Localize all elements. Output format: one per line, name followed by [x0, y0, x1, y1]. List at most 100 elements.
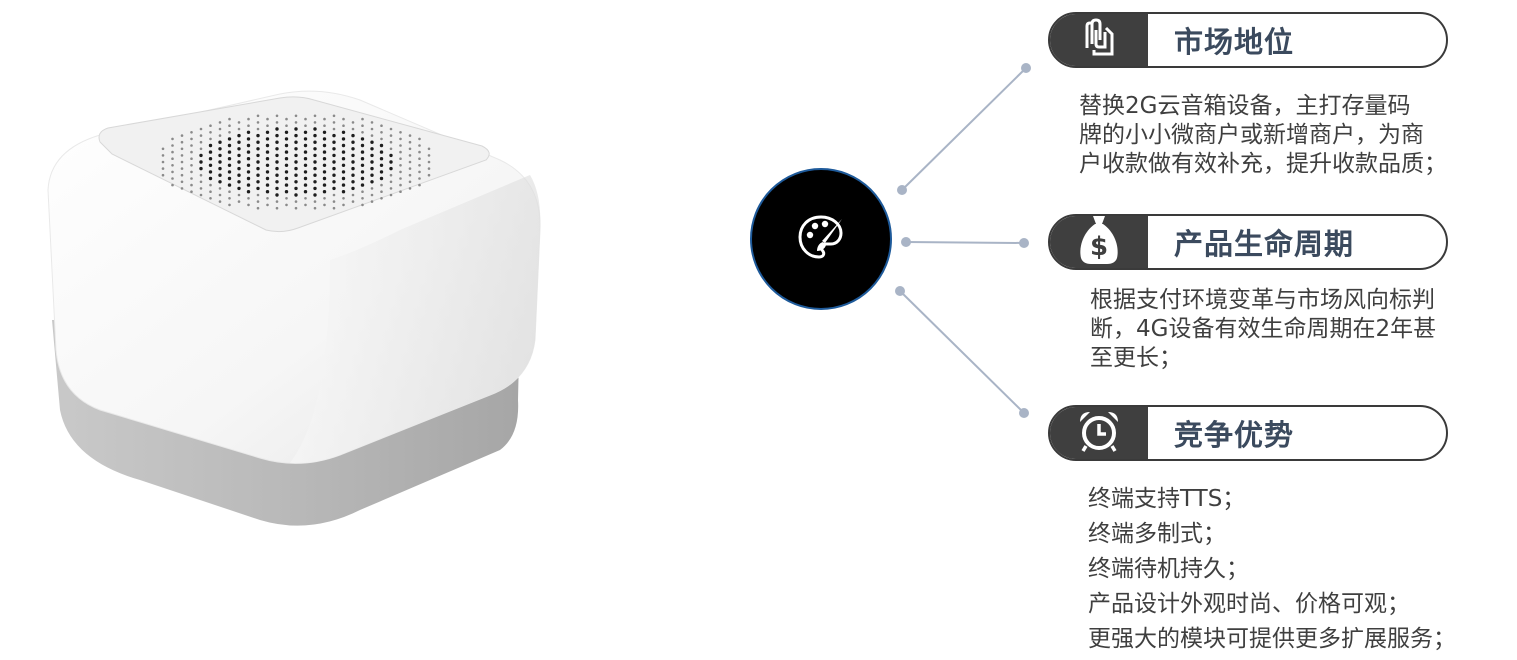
grille-hole: [171, 164, 174, 167]
grille-hole: [265, 137, 270, 141]
grille-hole: [389, 153, 393, 158]
grille-hole: [190, 177, 193, 180]
grille-hole: [284, 137, 289, 141]
grille-hole: [171, 150, 174, 154]
connector-dot: [895, 286, 905, 296]
grille-hole: [418, 150, 421, 154]
grille-hole: [379, 143, 384, 148]
connector-line-1: [901, 67, 1027, 191]
grille-hole: [284, 150, 289, 154]
grille-hole: [285, 117, 288, 121]
grille-hole: [313, 186, 317, 191]
grille-hole: [427, 160, 431, 164]
grille-hole: [389, 127, 393, 131]
grille-hole: [361, 117, 364, 121]
grille-hole: [418, 157, 421, 160]
grille-hole: [332, 206, 336, 210]
grille-hole: [323, 124, 326, 127]
grille-hole: [218, 140, 222, 144]
grille-hole: [342, 124, 345, 127]
grille-hole: [322, 157, 327, 161]
grille-hole: [284, 130, 289, 134]
grille-hole: [218, 121, 222, 124]
grille-hole: [190, 144, 193, 147]
grille-hole: [161, 147, 165, 151]
grille-hole: [256, 147, 260, 151]
connector-dot: [1021, 63, 1031, 73]
grille-hole: [389, 134, 393, 137]
grille-hole: [265, 143, 270, 148]
grille-hole: [351, 173, 355, 177]
grille-hole: [294, 206, 298, 210]
grille-hole: [389, 147, 393, 151]
body-line: 牌的小小微商户或新增商户，为商: [1079, 122, 1424, 148]
section-header-competitive-advantage: 竞争优势: [1048, 405, 1448, 461]
grille-hole: [265, 163, 270, 167]
grille-hole: [399, 144, 402, 147]
grille-hole: [351, 140, 355, 144]
grille-hole: [341, 137, 346, 141]
grille-hole: [180, 154, 184, 157]
grille-hole: [389, 193, 393, 197]
grille-hole: [294, 180, 298, 184]
grille-hole: [341, 190, 346, 194]
grille-hole: [303, 157, 308, 161]
grille-hole: [208, 143, 213, 148]
grille-hole: [304, 197, 307, 200]
grille-hole: [351, 127, 355, 131]
grille-hole: [408, 154, 412, 157]
grille-hole: [408, 147, 412, 151]
grille-hole: [247, 203, 250, 207]
grille-hole: [303, 137, 308, 141]
grille-hole: [360, 170, 365, 174]
grille-hole: [380, 190, 383, 193]
grille-hole: [190, 164, 193, 167]
grille-hole: [227, 137, 232, 141]
grille-hole: [265, 150, 270, 154]
grille-hole: [332, 173, 336, 177]
grille-hole: [323, 117, 326, 121]
connector-dot: [897, 185, 907, 195]
grille-hole: [275, 166, 279, 171]
grille-hole: [379, 176, 384, 181]
grille-hole: [360, 150, 365, 154]
connector-line-3: [899, 290, 1025, 414]
body-line: 根据支付环境变革与市场风向标判: [1090, 287, 1435, 313]
grille-hole: [389, 160, 393, 164]
grille-hole: [389, 166, 393, 171]
grille-hole: [208, 170, 213, 174]
grille-hole: [294, 127, 298, 131]
grille-hole: [361, 124, 364, 127]
grille-hole: [199, 173, 203, 177]
connector-line-2: [905, 241, 1025, 244]
grille-hole: [171, 177, 174, 180]
grille-hole: [246, 163, 251, 167]
grille-hole: [408, 140, 412, 144]
grille-hole: [389, 140, 393, 144]
grille-hole: [228, 131, 231, 134]
grille-hole: [370, 153, 374, 158]
grille-hole: [427, 173, 431, 177]
grille-hole: [284, 183, 289, 187]
grille-hole: [190, 183, 193, 187]
grille-hole: [322, 163, 327, 167]
grille-hole: [370, 160, 374, 164]
grille-hole: [370, 180, 374, 184]
grille-hole: [322, 170, 327, 174]
grille-hole: [209, 137, 212, 141]
grille-hole: [294, 140, 298, 144]
grille-hole: [237, 127, 241, 131]
grille-hole: [237, 166, 241, 171]
grille-hole: [351, 180, 355, 184]
grille-hole: [265, 130, 270, 134]
grille-hole: [332, 160, 336, 164]
grille-hole: [266, 124, 269, 127]
grille-hole: [171, 170, 174, 174]
grille-hole: [408, 160, 412, 164]
grille-hole: [228, 124, 231, 127]
grille-hole: [351, 160, 355, 164]
advantage-list: 终端支持TTS； 终端多制式； 终端待机持久； 产品设计外观时尚、价格可观； 更…: [1088, 482, 1456, 657]
grille-hole: [199, 127, 203, 131]
grille-hole: [370, 166, 374, 171]
grille-hole: [275, 173, 279, 177]
